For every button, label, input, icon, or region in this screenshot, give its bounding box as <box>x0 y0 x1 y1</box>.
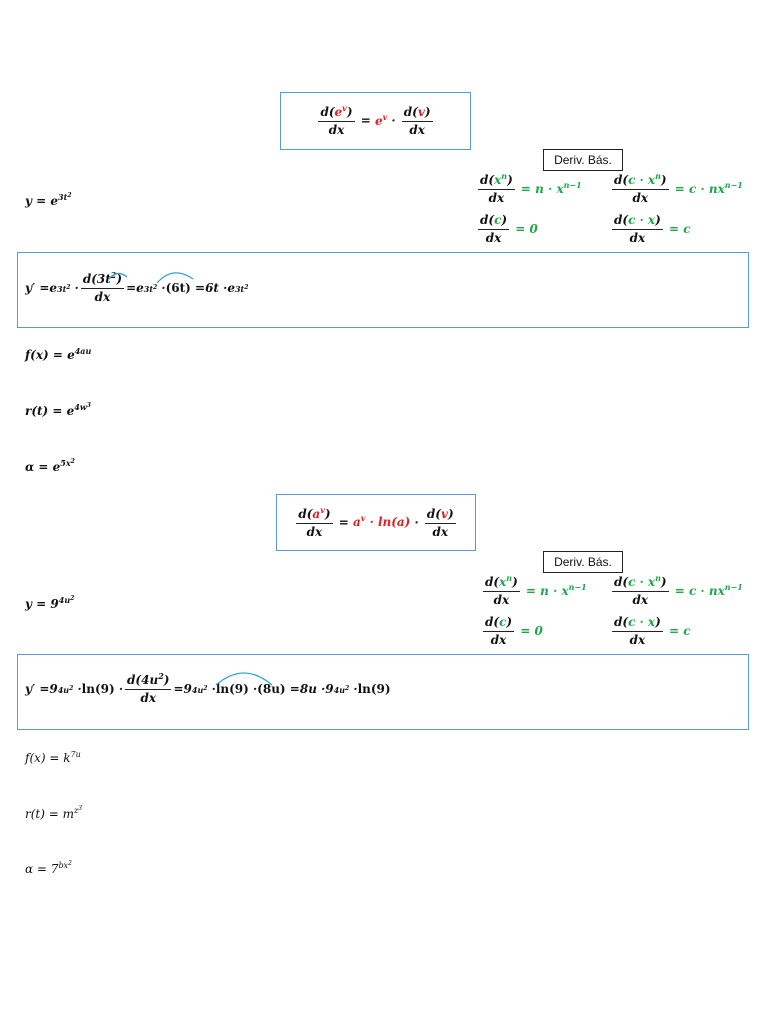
example1-connector-arc <box>108 272 194 284</box>
example2-solution-box <box>17 654 749 730</box>
rule-a-formula: d(av)dx = av · ln(a) · d(v)dx <box>296 504 456 539</box>
exercise-e-3: α = e5x2 <box>25 458 75 475</box>
exercise-a-2: r(t) = mz3 <box>25 805 83 822</box>
example1-problem: y = e3t2 <box>25 192 72 209</box>
example2-connector-arc <box>215 672 273 686</box>
basic-rule-const-2: d(c)dx = 0 <box>483 615 543 647</box>
example1-solution-box <box>17 252 749 328</box>
rule-exp-box: d(ev)dx = ev · d(v)dx <box>280 92 471 150</box>
basic-rule-const-x-2: d(c · x)dx = c <box>612 615 691 647</box>
basic-rule-const-x: d(c · x)dx = c <box>612 213 691 245</box>
exercise-e-2: r(t) = e4w3 <box>25 402 91 419</box>
basic-derivatives-tag-2: Deriv. Bás. <box>543 551 623 573</box>
basic-rule-const: d(c)dx = 0 <box>478 213 538 245</box>
basic-derivatives-tag: Deriv. Bás. <box>543 149 623 171</box>
exercise-a-3: α = 7bx2 <box>25 860 72 877</box>
exercise-a-1: f(x) = k7u <box>25 750 81 766</box>
rule-a-box: d(av)dx = av · ln(a) · d(v)dx <box>276 494 476 551</box>
example2-problem: y = 94u2 <box>25 595 75 612</box>
basic-rule-power: d(xn)dx = n · xn−1 <box>478 171 582 205</box>
basic-rule-const-power-2: d(c · xn)dx = c · nxn−1 <box>612 573 743 607</box>
rule-exp-formula: d(ev)dx = ev · d(v)dx <box>318 103 433 137</box>
basic-rule-power-2: d(xn)dx = n · xn−1 <box>483 573 587 607</box>
basic-rule-const-power: d(c · xn)dx = c · nxn−1 <box>612 171 743 205</box>
exercise-e-1: f(x) = e4au <box>25 346 92 362</box>
